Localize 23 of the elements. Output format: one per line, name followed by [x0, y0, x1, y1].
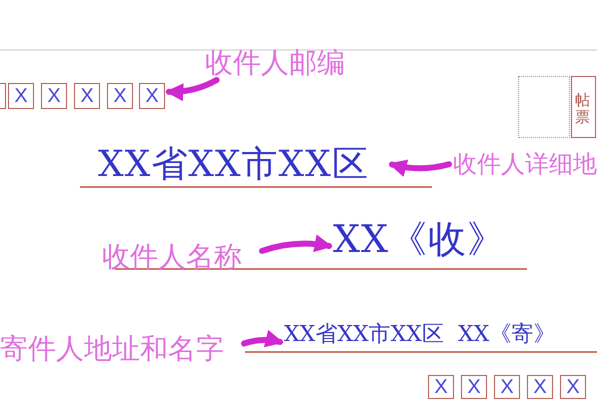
callout-text: 收件人邮编	[205, 47, 365, 79]
callout-text: 寄件人地址和名字	[0, 333, 240, 365]
postcode-box: X	[74, 83, 100, 109]
callout-text: 收件人名称	[102, 241, 258, 273]
postcode-box: X	[41, 83, 67, 109]
postcode-box: X	[8, 83, 34, 109]
arrow	[241, 330, 284, 348]
arrow	[259, 234, 333, 254]
postcode-box: X	[461, 375, 487, 399]
postcode-box: X	[139, 83, 165, 109]
postcode-box: X	[527, 375, 553, 399]
stamp-box: 帖票	[571, 76, 596, 138]
handwritten-text: XX省XX市XX区 XX《寄》	[284, 320, 590, 350]
stamp-area	[518, 76, 570, 138]
arrow	[165, 76, 220, 101]
handwritten-text: XX省XX市XX区	[98, 145, 388, 185]
postcode-box: X	[428, 375, 454, 399]
postcode-box: X	[494, 375, 520, 399]
callout-text: 收件人详细地	[453, 150, 597, 178]
arrow	[388, 159, 452, 177]
postcode-box: X	[560, 375, 586, 399]
handwritten-text: XX《收》	[333, 216, 513, 262]
postcode-box: X	[107, 83, 133, 109]
